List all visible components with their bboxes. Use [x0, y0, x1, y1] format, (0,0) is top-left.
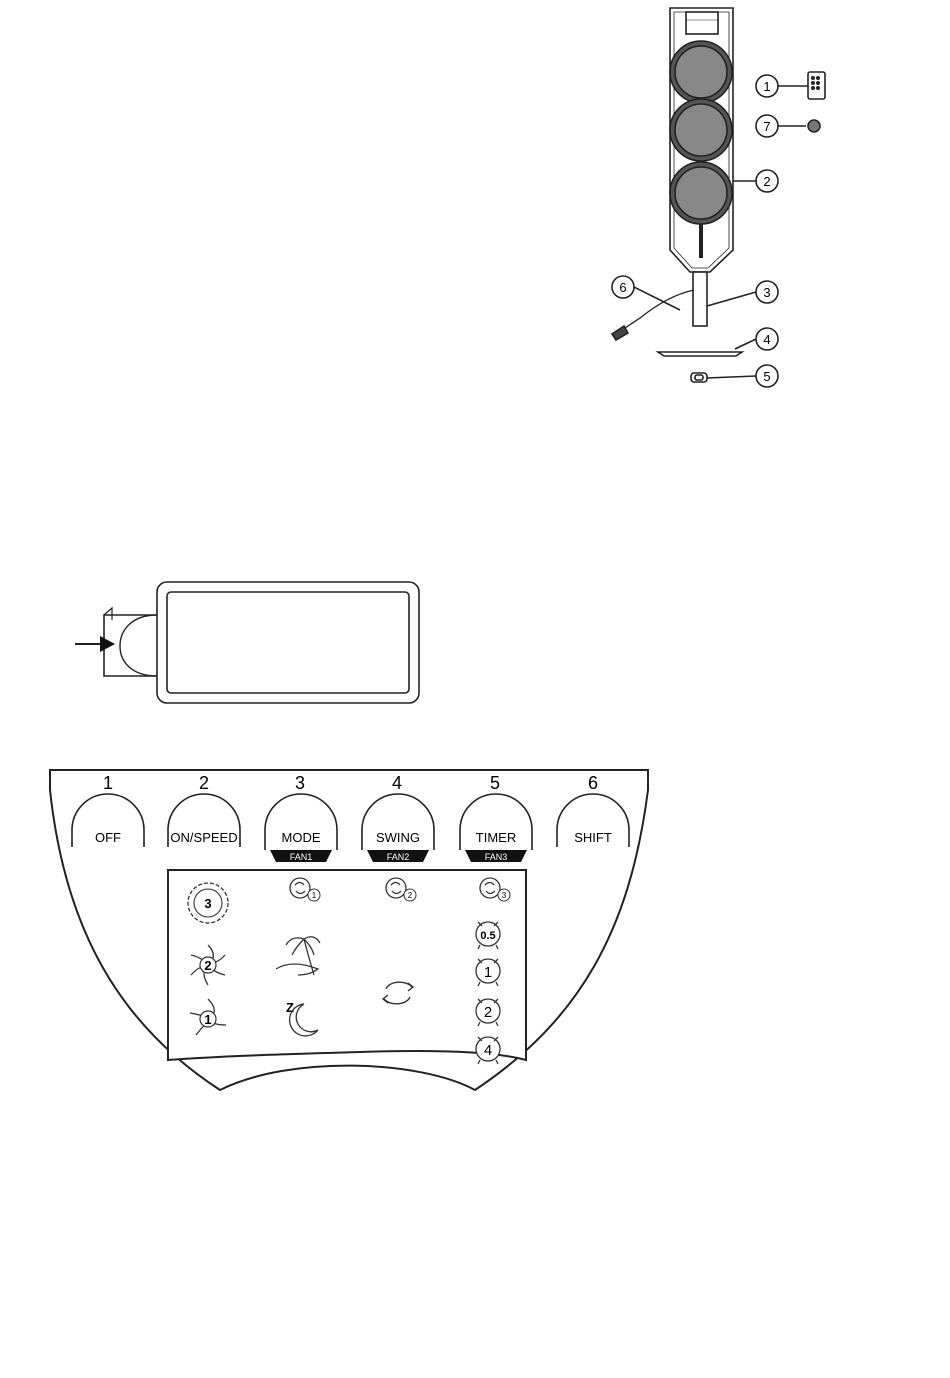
callout-4: 4	[756, 328, 778, 350]
svg-text:1: 1	[204, 1012, 211, 1027]
fan3-tab: FAN3	[485, 852, 508, 862]
timer-button[interactable]: TIMER FAN3	[460, 794, 532, 862]
button-number-1: 1	[103, 773, 113, 793]
callout-6: 6	[612, 276, 634, 298]
svg-text:0.5: 0.5	[480, 930, 495, 942]
svg-text:2: 2	[408, 891, 413, 900]
display-window: 3 2 1 1 2	[168, 870, 526, 1064]
button-number-5: 5	[490, 773, 500, 793]
svg-text:3: 3	[204, 896, 211, 911]
grille-middle	[670, 99, 732, 161]
svg-text:3: 3	[502, 891, 507, 900]
button-number-6: 6	[588, 773, 598, 793]
svg-text:2: 2	[204, 958, 211, 973]
svg-text:5: 5	[763, 369, 770, 384]
timer-2-icon: 2	[476, 999, 500, 1026]
svg-text:3: 3	[763, 285, 770, 300]
battery-insert-diagram	[75, 582, 419, 703]
svg-text:2: 2	[484, 1004, 492, 1021]
timer-1-icon: 1	[476, 959, 500, 986]
button-number-4: 4	[392, 773, 402, 793]
tower-fan-diagram	[612, 8, 825, 382]
svg-text:SHIFT: SHIFT	[574, 830, 612, 845]
svg-text:TIMER: TIMER	[476, 830, 516, 845]
svg-text:Z: Z	[286, 1000, 294, 1015]
button-number-3: 3	[295, 773, 305, 793]
timer-0.5-icon: 0.5	[476, 922, 500, 949]
svg-text:1: 1	[484, 964, 492, 981]
callout-2: 2	[756, 170, 778, 192]
timer-4-icon: 4	[476, 1037, 500, 1064]
svg-text:6: 6	[619, 280, 626, 295]
svg-text:2: 2	[763, 174, 770, 189]
callout-5: 5	[756, 365, 778, 387]
svg-text:1: 1	[763, 79, 770, 94]
svg-text:1: 1	[312, 891, 317, 900]
fan1-tab: FAN1	[290, 852, 313, 862]
grille-bottom	[670, 162, 732, 224]
svg-text:ON/SPEED: ON/SPEED	[170, 830, 237, 845]
svg-text:7: 7	[763, 119, 770, 134]
svg-text:SWING: SWING	[376, 830, 420, 845]
svg-text:4: 4	[763, 332, 770, 347]
callout-1: 1	[756, 75, 778, 97]
callout-7: 7	[756, 115, 778, 137]
svg-text:4: 4	[484, 1042, 492, 1059]
svg-text:MODE: MODE	[282, 830, 321, 845]
mode-button[interactable]: MODE FAN1	[265, 794, 337, 862]
swing-button[interactable]: SWING FAN2	[362, 794, 434, 862]
callout-3: 3	[756, 281, 778, 303]
fan2-tab: FAN2	[387, 852, 410, 862]
grille-top	[670, 41, 732, 103]
insert-arrow-icon	[75, 636, 115, 652]
button-number-2: 2	[199, 773, 209, 793]
svg-text:OFF: OFF	[95, 830, 121, 845]
control-panel: 1 2 3 4 5 6 OFF ON/SPEED MODE FAN1 SWING…	[50, 770, 648, 1090]
